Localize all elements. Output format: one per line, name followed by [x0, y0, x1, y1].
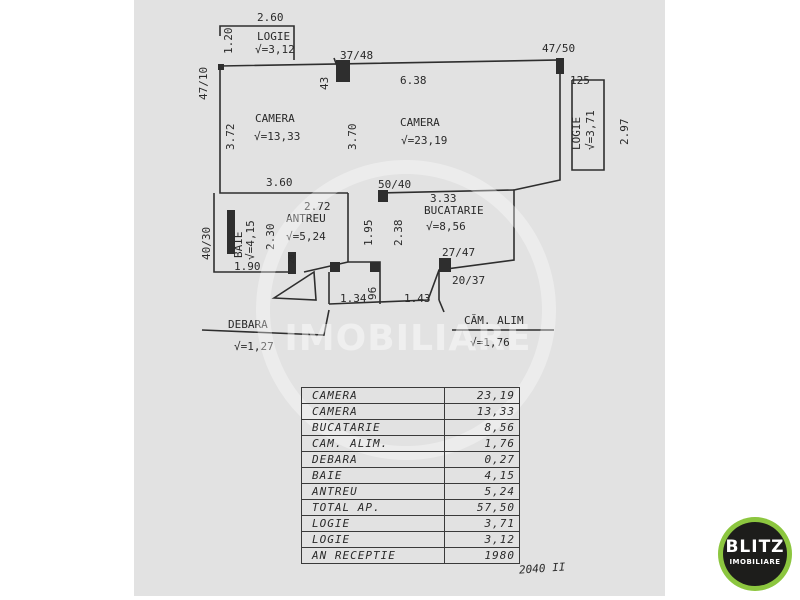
- room-antreu-area: √=5,24: [286, 230, 326, 243]
- area-row-value: 5,24: [444, 483, 520, 500]
- area-row-value: 3,12: [444, 531, 520, 548]
- opening-37-48: 37/48: [340, 49, 373, 62]
- room-logie-top-name: LOGIE: [257, 30, 290, 43]
- dim-3-33: 3.33: [430, 192, 457, 205]
- dim-3-72: 3.72: [224, 124, 237, 151]
- area-row-value: 3,71: [444, 515, 520, 532]
- dim-2-38: 2.38: [392, 220, 405, 247]
- watermark-text: IMOBILIARE: [284, 318, 532, 359]
- dim-3-60: 3.60: [266, 176, 293, 189]
- logo-brand: BLITZ: [725, 537, 785, 557]
- opening-50-40: 50/40: [378, 178, 411, 191]
- area-row-label: CAM. ALIM.: [301, 435, 445, 452]
- area-table-row: CAM. ALIM.1,76: [301, 435, 520, 452]
- opening-20: 20: [287, 254, 296, 264]
- room-camera-small-area: √=13,33: [254, 130, 300, 143]
- blitz-logo: BLITZ IMOBILIARE: [718, 517, 792, 591]
- dim-1-20: 1.20: [222, 28, 235, 55]
- area-row-label: BUCATARIE: [301, 419, 445, 436]
- area-row-label: LOGIE: [301, 531, 445, 548]
- area-row-value: 23,19: [444, 387, 520, 404]
- dim-1-43: 1.43: [404, 292, 431, 305]
- room-logie-top-area: √=3,12: [255, 43, 295, 56]
- area-row-label: TOTAL AP.: [301, 499, 445, 516]
- area-row-label: CAMERA: [301, 403, 445, 420]
- opening-47-50: 47/50: [542, 42, 575, 55]
- area-row-label: ANTREU: [301, 483, 445, 500]
- opening-20-37: 20/37: [452, 274, 485, 287]
- dim-1-34: 1.34: [340, 292, 367, 305]
- opening-27-47: 27/47: [442, 246, 475, 259]
- room-baie-name: BAIE: [232, 232, 245, 259]
- room-bucatarie-name: BUCATARIE: [424, 204, 484, 217]
- dim-2-30: 2.30: [264, 224, 277, 251]
- floor-plan-drawing: 2.60 LOGIE √=3,12 1.20 47/10 37/48 47/50…: [197, 11, 631, 353]
- room-logie-right-name: LOGIE: [570, 117, 583, 150]
- room-camera-large-name: CAMERA: [400, 116, 440, 129]
- room-cam-alim-name: CĂM. ALIM: [464, 314, 524, 327]
- room-bucatarie-area: √=8,56: [426, 220, 466, 233]
- room-camera-large-area: √=23,19: [401, 134, 447, 147]
- dim-6-38: 6.38: [400, 74, 427, 87]
- room-logie-right-area: √=3,71: [584, 110, 597, 150]
- area-table-row: TOTAL AP.57,50: [301, 499, 520, 516]
- area-row-value: 13,33: [444, 403, 520, 420]
- area-row-label: CAMERA: [301, 387, 445, 404]
- dim-0-96: 96: [366, 287, 379, 300]
- dim-2-72: 2.72: [304, 200, 331, 213]
- area-row-value: 8,56: [444, 419, 520, 436]
- room-debara-area: √=1,27: [234, 340, 274, 353]
- room-antreu-name: ANTREU: [286, 212, 326, 225]
- logo-tagline: IMOBILIARE: [729, 558, 781, 566]
- logo-core: BLITZ IMOBILIARE: [723, 522, 787, 586]
- dim-1-95: 1.95: [362, 220, 375, 247]
- dim-3-70: 3.70: [346, 124, 359, 151]
- opening-40-30: 40/30: [200, 227, 213, 260]
- room-cam-alim-area: √=1,76: [470, 336, 510, 349]
- area-row-label: AN RECEPTIE: [301, 547, 445, 564]
- room-baie-area: √=4,15: [244, 220, 257, 260]
- area-row-label: LOGIE: [301, 515, 445, 532]
- room-debara-name: DEBARA: [228, 318, 268, 331]
- area-row-value: 57,50: [444, 499, 520, 516]
- area-row-value: 1980: [444, 547, 520, 564]
- area-row-value: 4,15: [444, 467, 520, 484]
- area-row-value: 1,76: [444, 435, 520, 452]
- area-row-label: DEBARA: [301, 451, 445, 468]
- opening-v43: 43: [318, 77, 331, 90]
- dim-2-60: 2.60: [257, 11, 284, 24]
- area-row-label: BAIE: [301, 467, 445, 484]
- plan-columns: [218, 58, 564, 274]
- dim-2-97: 2.97: [618, 119, 631, 146]
- area-row-value: 0,27: [444, 451, 520, 468]
- dim-1-90: 1.90: [234, 260, 261, 273]
- room-camera-small-name: CAMERA: [255, 112, 295, 125]
- opening-47-10: 47/10: [197, 67, 210, 100]
- dim-1-25: 125: [570, 74, 590, 87]
